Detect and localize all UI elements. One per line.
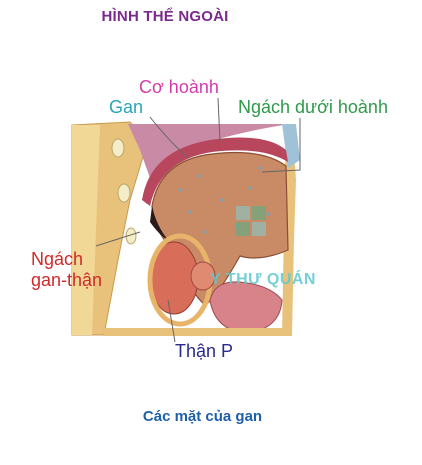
- label-than-p: Thận P: [175, 341, 234, 361]
- diagram-title: HÌNH THỂ NGOÀI: [101, 8, 229, 25]
- rib: [117, 183, 131, 203]
- intestine-loop: [190, 261, 216, 291]
- lower-wall: [104, 328, 292, 336]
- watermark-logo: [236, 206, 266, 236]
- intestine: [209, 281, 283, 334]
- label-gan: Gan: [109, 97, 144, 117]
- spine-band: [72, 125, 100, 335]
- leader-gan: [149, 116, 189, 159]
- rib: [111, 138, 125, 158]
- watermark-text: Y THƯ QUÁN: [210, 271, 316, 288]
- subhepatic-space: [150, 206, 168, 240]
- figure-caption: Các mặt của gan: [142, 408, 263, 425]
- diaphragm: [142, 137, 288, 206]
- leader-ngach-duoi-hoanh: [261, 118, 301, 173]
- leader-than-p: [167, 299, 176, 343]
- label-ngach-duoi-hoanh: Ngách dưới hoành: [238, 97, 388, 117]
- leader-co-hoanh: [217, 97, 221, 143]
- label-co-hoanh: Cơ hoành: [139, 77, 219, 97]
- label-ngach-gan-than: Ngách gan-thận: [31, 249, 103, 290]
- lung: [128, 124, 290, 178]
- leader-ngach-gan-than: [95, 231, 141, 247]
- anterior-fat: [282, 124, 300, 168]
